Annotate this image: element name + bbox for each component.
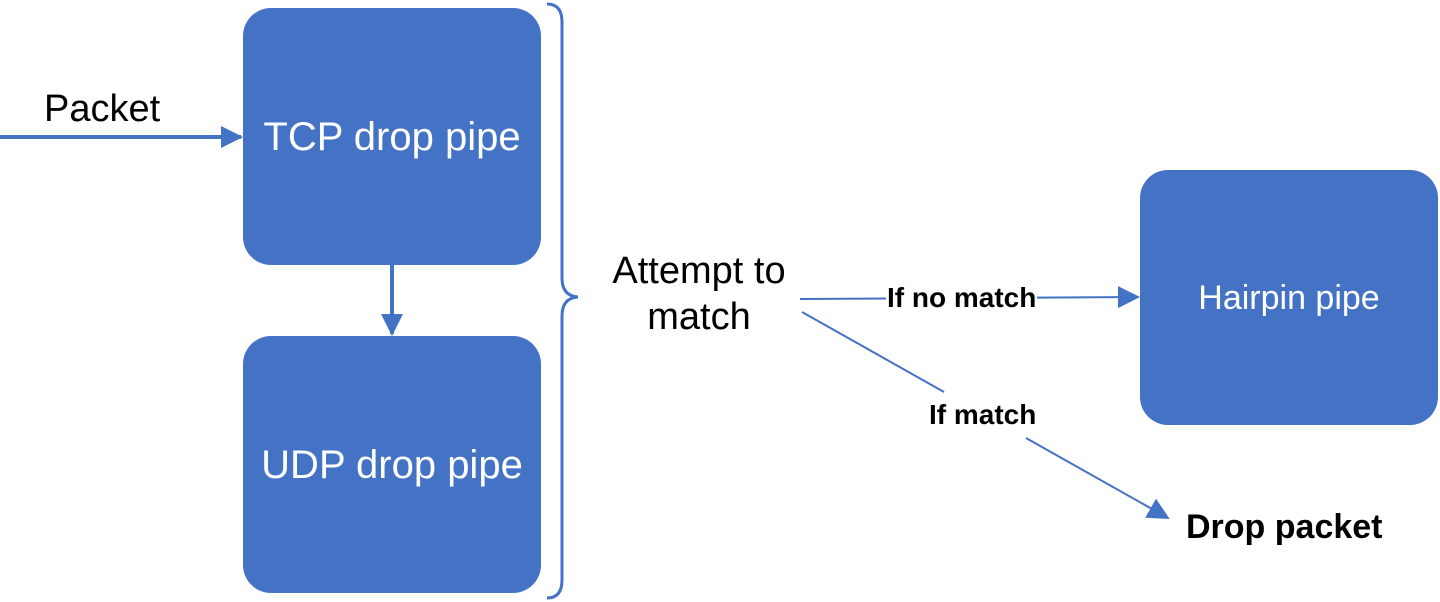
match-arrow <box>1025 437 1170 519</box>
match-arrow-segment <box>801 311 945 393</box>
hairpin-pipe-box: Hairpin pipe <box>1140 170 1438 425</box>
grouping-brace <box>546 2 579 600</box>
tcp-drop-pipe-box: TCP drop pipe <box>243 8 541 265</box>
packet-label: Packet <box>44 88 161 130</box>
if-no-match-label: If no match <box>886 282 1038 314</box>
udp-drop-pipe-label: UDP drop pipe <box>261 442 523 487</box>
drop-packet-label: Drop packet <box>1186 508 1383 546</box>
if-match-label: If match <box>928 399 1038 431</box>
hairpin-pipe-label: Hairpin pipe <box>1198 278 1380 317</box>
attempt-to-match-label: Attempt to match <box>612 250 786 338</box>
tcp-drop-pipe-label: TCP drop pipe <box>263 114 521 159</box>
udp-drop-pipe-box: UDP drop pipe <box>243 336 541 593</box>
